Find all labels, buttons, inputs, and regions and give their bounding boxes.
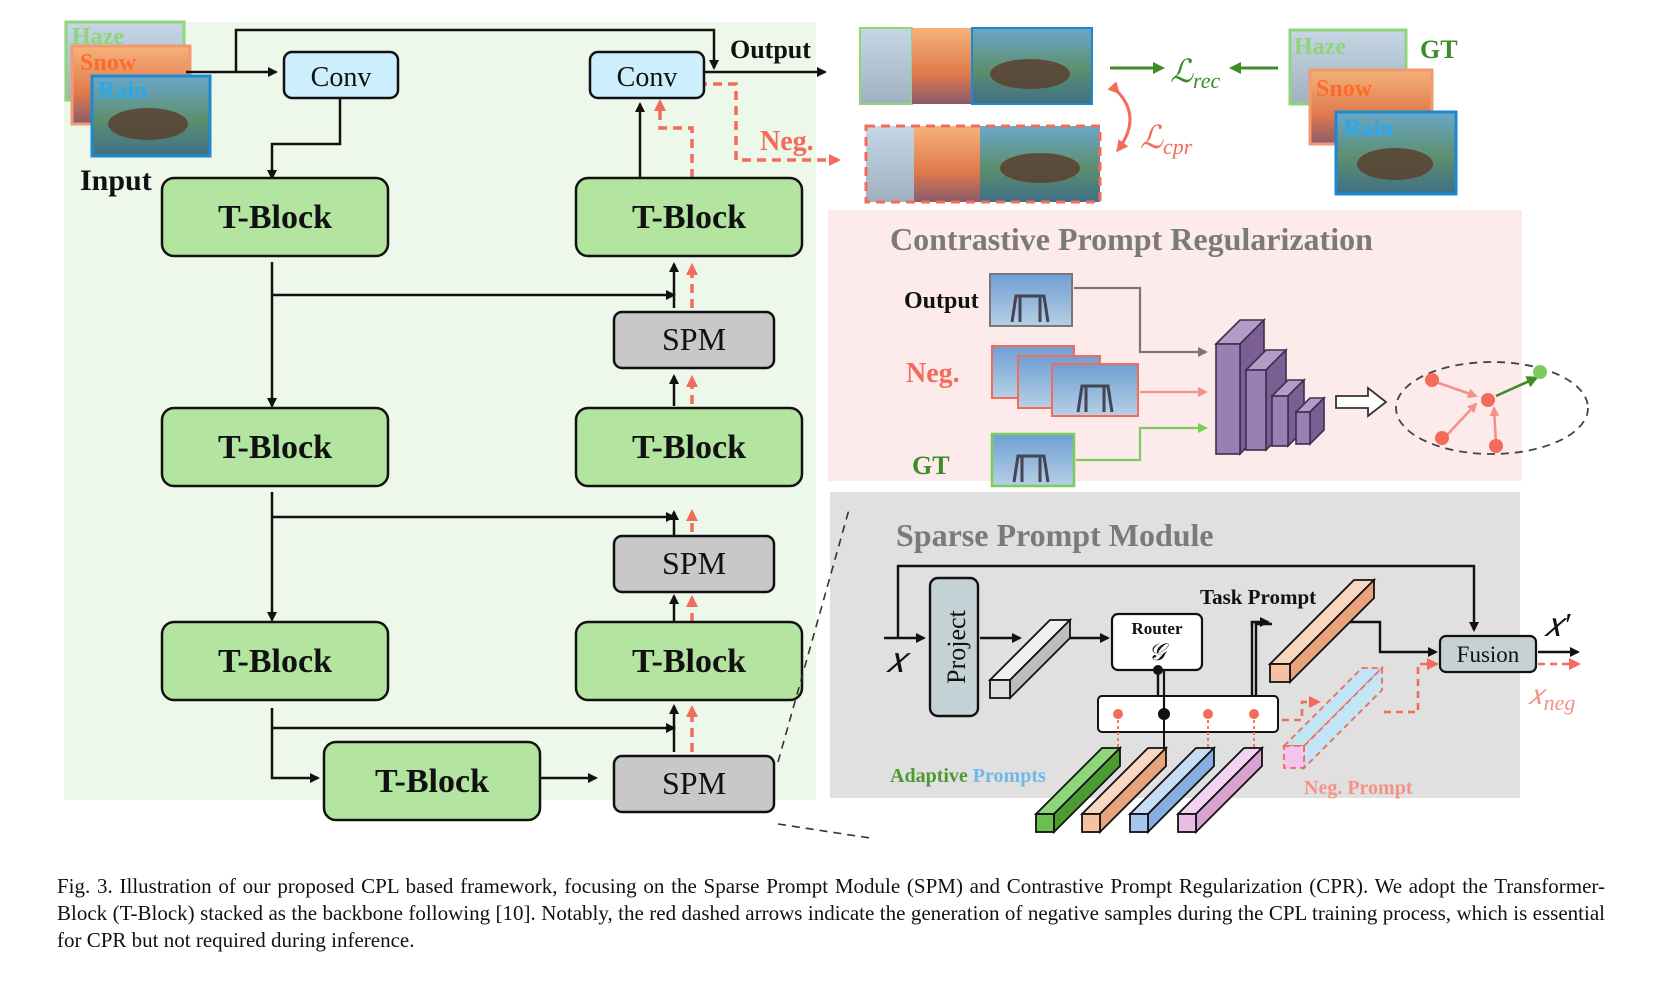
tblock-bottleneck-label: T-Block — [375, 763, 489, 800]
feature-extractor-icon — [1214, 318, 1326, 456]
output-images — [859, 27, 1093, 105]
spm-block-3-label: SPM — [662, 765, 726, 801]
tblock-enc-1-label: T-Block — [218, 199, 332, 236]
embedding-space — [1395, 361, 1589, 455]
router-block: Router 𝒢 — [1110, 612, 1204, 675]
cpr-gt-label: GT — [912, 451, 950, 480]
tblock-dec-2: T-Block — [574, 406, 804, 488]
input-label: Input — [80, 164, 152, 197]
spm-block-1-label: SPM — [662, 321, 726, 357]
neg-label-top: Neg. — [760, 126, 814, 157]
hollow-arrow — [1335, 386, 1388, 418]
fusion-block: Fusion — [1438, 634, 1538, 674]
spm-output-symbol: 𝑥′ — [1544, 607, 1571, 644]
zoom-lines — [777, 505, 871, 839]
cpr-neg-label: Neg. — [906, 358, 960, 389]
loss-cpr-label: ℒcpr — [1140, 119, 1193, 159]
task-prompt-label: Task Prompt — [1200, 585, 1316, 609]
tblock-enc-2-label: T-Block — [218, 429, 332, 466]
framework-diagram: Haze Snow Rain Input — [64, 20, 1589, 839]
figure-caption: Fig. 3. Illustration of our proposed CPL… — [57, 874, 1605, 952]
loss-arrows — [1107, 62, 1278, 153]
cpr-gt-image — [990, 432, 1076, 488]
input-rain-label: Rain — [98, 78, 147, 104]
task-prompt-bar — [1267, 577, 1377, 685]
adaptive-word: Adaptive — [890, 765, 968, 787]
spm-block-2: SPM — [612, 534, 776, 594]
input-haze-label: Haze — [72, 24, 124, 50]
prompt-selector — [1097, 670, 1279, 760]
spm-block-1: SPM — [612, 310, 776, 370]
project-label: Project — [942, 609, 971, 683]
gt-haze-label: Haze — [1294, 34, 1346, 60]
cpr-title: Contrastive Prompt Regularization — [890, 221, 1373, 257]
gt-label-top: GT — [1420, 35, 1458, 64]
input-images: Haze Snow Rain — [64, 20, 212, 158]
cpr-panel — [828, 210, 1522, 481]
conv-out-label: Conv — [617, 62, 678, 93]
router-symbol: 𝒢 — [1148, 640, 1169, 666]
gt-rain-label: Rain — [1344, 116, 1393, 142]
projected-feature — [987, 617, 1073, 701]
cpr-output-image — [989, 273, 1073, 327]
tblock-bottleneck: T-Block — [322, 740, 542, 822]
loss-rec-label: ℒrec — [1170, 53, 1221, 93]
spm-block-2-label: SPM — [662, 545, 726, 581]
tblock-dec-1: T-Block — [574, 176, 804, 258]
spm-neg-output-symbol: 𝑥neg — [1528, 680, 1575, 715]
tblock-enc-2: T-Block — [160, 406, 390, 488]
tblock-dec-2-label: T-Block — [632, 429, 746, 466]
tblock-dec-3: T-Block — [574, 620, 804, 702]
conv-block-in: Conv — [282, 50, 400, 100]
cpr-arrows — [1074, 286, 1208, 462]
cpr-output-label: Output — [904, 288, 979, 314]
tblock-enc-3: T-Block — [160, 620, 390, 702]
cpr-neg-images — [991, 345, 1139, 417]
project-block: Project — [928, 576, 980, 718]
conv-in-label: Conv — [311, 62, 372, 93]
tblock-enc-1: T-Block — [160, 176, 390, 258]
spm-block-3: SPM — [612, 754, 776, 814]
conv-block-out: Conv — [588, 50, 706, 100]
negative-images — [864, 124, 1102, 204]
tblock-dec-1-label: T-Block — [632, 199, 746, 236]
spm-neg-arrows — [1282, 658, 1581, 722]
adaptive-prompt-bars — [1033, 745, 1265, 835]
adaptive-prompts-label: Adaptive Prompts — [890, 765, 1046, 787]
tblock-enc-3-label: T-Block — [218, 643, 332, 680]
router-label: Router — [1132, 619, 1183, 638]
output-label-top: Output — [730, 35, 811, 64]
neg-prompt-label: Neg. Prompt — [1304, 777, 1413, 799]
spm-title: Sparse Prompt Module — [896, 517, 1214, 553]
input-snow-label: Snow — [80, 50, 137, 76]
neg-prompt-bar — [1281, 665, 1385, 771]
prompts-word: Prompts — [973, 765, 1046, 787]
gt-images: Haze Snow Rain — [1288, 28, 1458, 196]
tblock-dec-3-label: T-Block — [632, 643, 746, 680]
gt-snow-label: Snow — [1316, 76, 1373, 102]
fusion-label: Fusion — [1457, 642, 1520, 667]
